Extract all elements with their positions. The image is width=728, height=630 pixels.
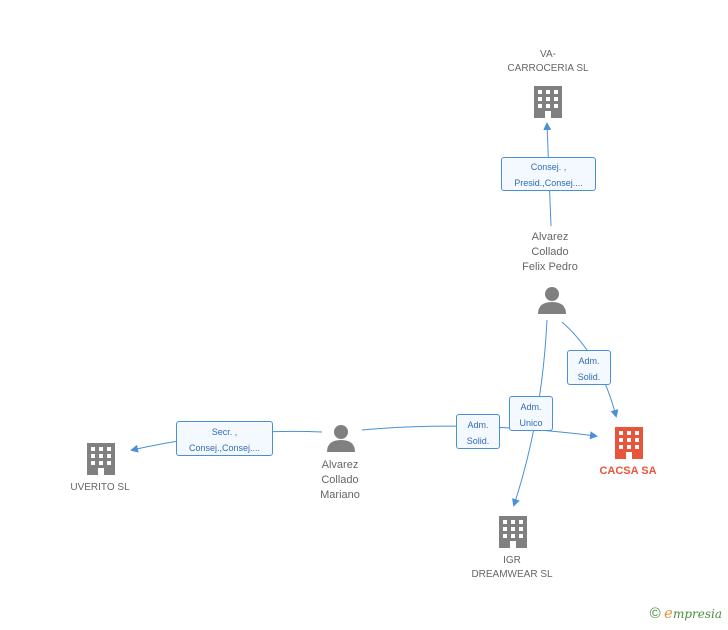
- edge-label-line: Adm.: [520, 402, 542, 412]
- edge-label-line: Solid.: [466, 436, 490, 446]
- edge-label-line: Secr. ,: [211, 427, 238, 437]
- edge-label-mariano-uverito[interactable]: Secr. , Consej.,Consej....: [176, 421, 273, 456]
- edge-label-line: Adm.: [467, 420, 489, 430]
- brand-logo: © empresia: [650, 604, 722, 622]
- brand-initial: e: [664, 604, 673, 622]
- edge-label-line: Presid.,Consej....: [514, 178, 583, 188]
- building-icon[interactable]: [534, 86, 562, 118]
- person-icon[interactable]: [327, 425, 355, 452]
- edge-label-felix-va[interactable]: Consej. , Presid.,Consej....: [501, 157, 596, 191]
- node-label-uverito[interactable]: UVERITO SL: [70, 482, 130, 493]
- node-label-cacsa[interactable]: CACSA SA: [599, 465, 657, 477]
- copyright-symbol: ©: [649, 605, 661, 622]
- edge-label-felix-igr[interactable]: Adm. Unico: [509, 396, 553, 431]
- edge-label-line: Consej. ,: [530, 162, 567, 172]
- edge-label-line: Unico: [519, 418, 543, 428]
- node-label-igr[interactable]: IGR DREAMWEAR SL: [471, 555, 553, 580]
- building-icon[interactable]: [87, 443, 115, 475]
- person-icon[interactable]: [538, 287, 566, 314]
- edge-label-line: Solid.: [577, 372, 601, 382]
- node-label-va-carroceria[interactable]: VA- CARROCERIA SL: [507, 49, 589, 74]
- edge-label-line: Consej.,Consej....: [188, 443, 261, 453]
- brand-name: mpresia: [672, 607, 722, 621]
- building-icon[interactable]: [499, 516, 527, 548]
- node-label-alvarez-mariano[interactable]: Alvarez Collado Mariano: [320, 459, 360, 501]
- edge-label-felix-cacsa[interactable]: Adm. Solid.: [567, 350, 611, 385]
- building-icon-main[interactable]: [615, 427, 643, 459]
- node-label-alvarez-felix[interactable]: Alvarez Collado Felix Pedro: [522, 231, 578, 273]
- edge-label-line: Adm.: [578, 356, 600, 366]
- edge-label-mariano-cacsa[interactable]: Adm. Solid.: [456, 414, 500, 449]
